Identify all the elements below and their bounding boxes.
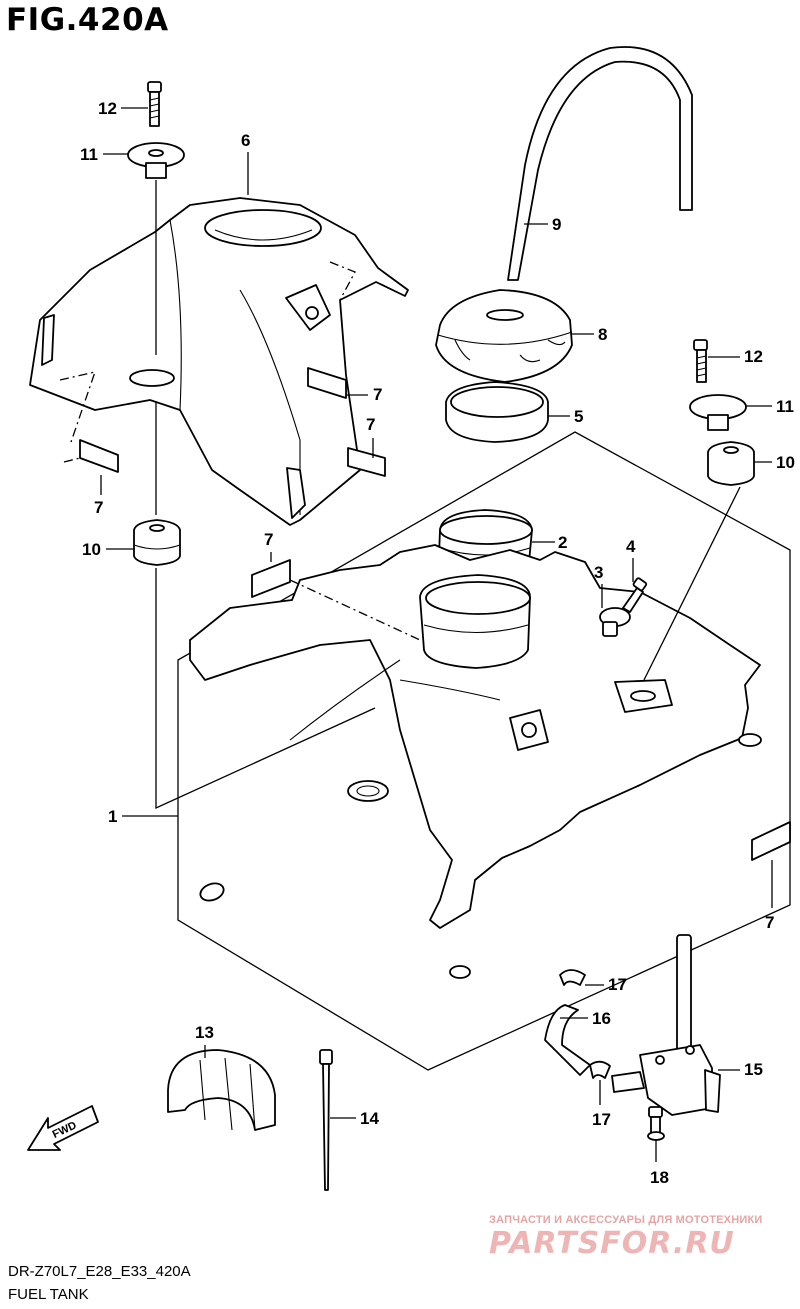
part-15-fuel-cock [611,934,721,1116]
callout-c11b: 11 [776,397,794,416]
figure-title: FIG.420A [6,2,169,38]
callout-c11a: 11 [80,145,98,164]
callout-c5: 5 [574,407,583,426]
callout-c15: 15 [744,1060,763,1079]
part-5-gasket [445,381,549,443]
callout-c2: 2 [558,533,567,552]
watermark-brand: PARTSFOR.RU [489,1226,735,1261]
callout-c18: 18 [650,1168,669,1187]
callout-c7a: 7 [373,385,382,404]
part-6-tank-cover [29,197,409,526]
callout-c7d: 7 [264,530,273,549]
part-10-grommet-right [707,441,755,486]
part-1-fuel-tank [189,544,762,979]
part-7-pads [63,367,791,861]
callout-c17b: 17 [592,1110,611,1129]
part-12-bolt-left [147,81,162,127]
part-4-screw [622,577,648,613]
part-9-breather-hose [507,46,693,281]
callout-c14: 14 [360,1109,379,1128]
part-8-fuel-cap [435,289,573,383]
callout-c1: 1 [108,807,117,826]
leader-line-left-lower [155,568,376,810]
part-13-cushion [167,1049,276,1131]
part-12-bolt-right [693,339,708,383]
callout-c7c: 7 [94,498,103,517]
watermark-tagline: ЗАПЧАСТИ И АКСЕССУАРЫ ДЛЯ МОТОТЕХНИКИ [489,1214,763,1226]
part-16-fuel-hose [544,1004,591,1076]
part-18-screw [647,1106,665,1141]
callout-c13: 13 [195,1023,214,1042]
part-3-valve-bracket [599,607,631,637]
leader-line-right [643,486,741,681]
callout-c7e: 7 [765,913,774,932]
part-17-clamps [559,969,611,1079]
part-11-washer-right [689,394,747,431]
part-14-cable-tie [319,1049,333,1191]
tank-assembly-frame [177,431,791,1071]
callout-c3: 3 [594,563,603,582]
callout-c10b: 10 [776,453,795,472]
model-code: DR-Z70L7_E28_E33_420A [8,1263,191,1280]
part-10-grommet-left [133,519,181,566]
callout-c6: 6 [241,131,250,150]
callout-c9: 9 [552,215,561,234]
callout-c8: 8 [598,325,607,344]
part-11-washer-left [127,142,185,179]
callout-c4: 4 [626,537,636,556]
figure-name: FUEL TANK [8,1286,89,1303]
fwd-arrow-icon: FWD [27,1105,99,1151]
callout-c17a: 17 [608,975,627,994]
callout-c7b: 7 [366,415,375,434]
callout-c12b: 12 [744,347,763,366]
callout-c12a: 12 [98,99,117,118]
callout-c16: 16 [592,1009,611,1028]
callout-c10a: 10 [82,540,101,559]
